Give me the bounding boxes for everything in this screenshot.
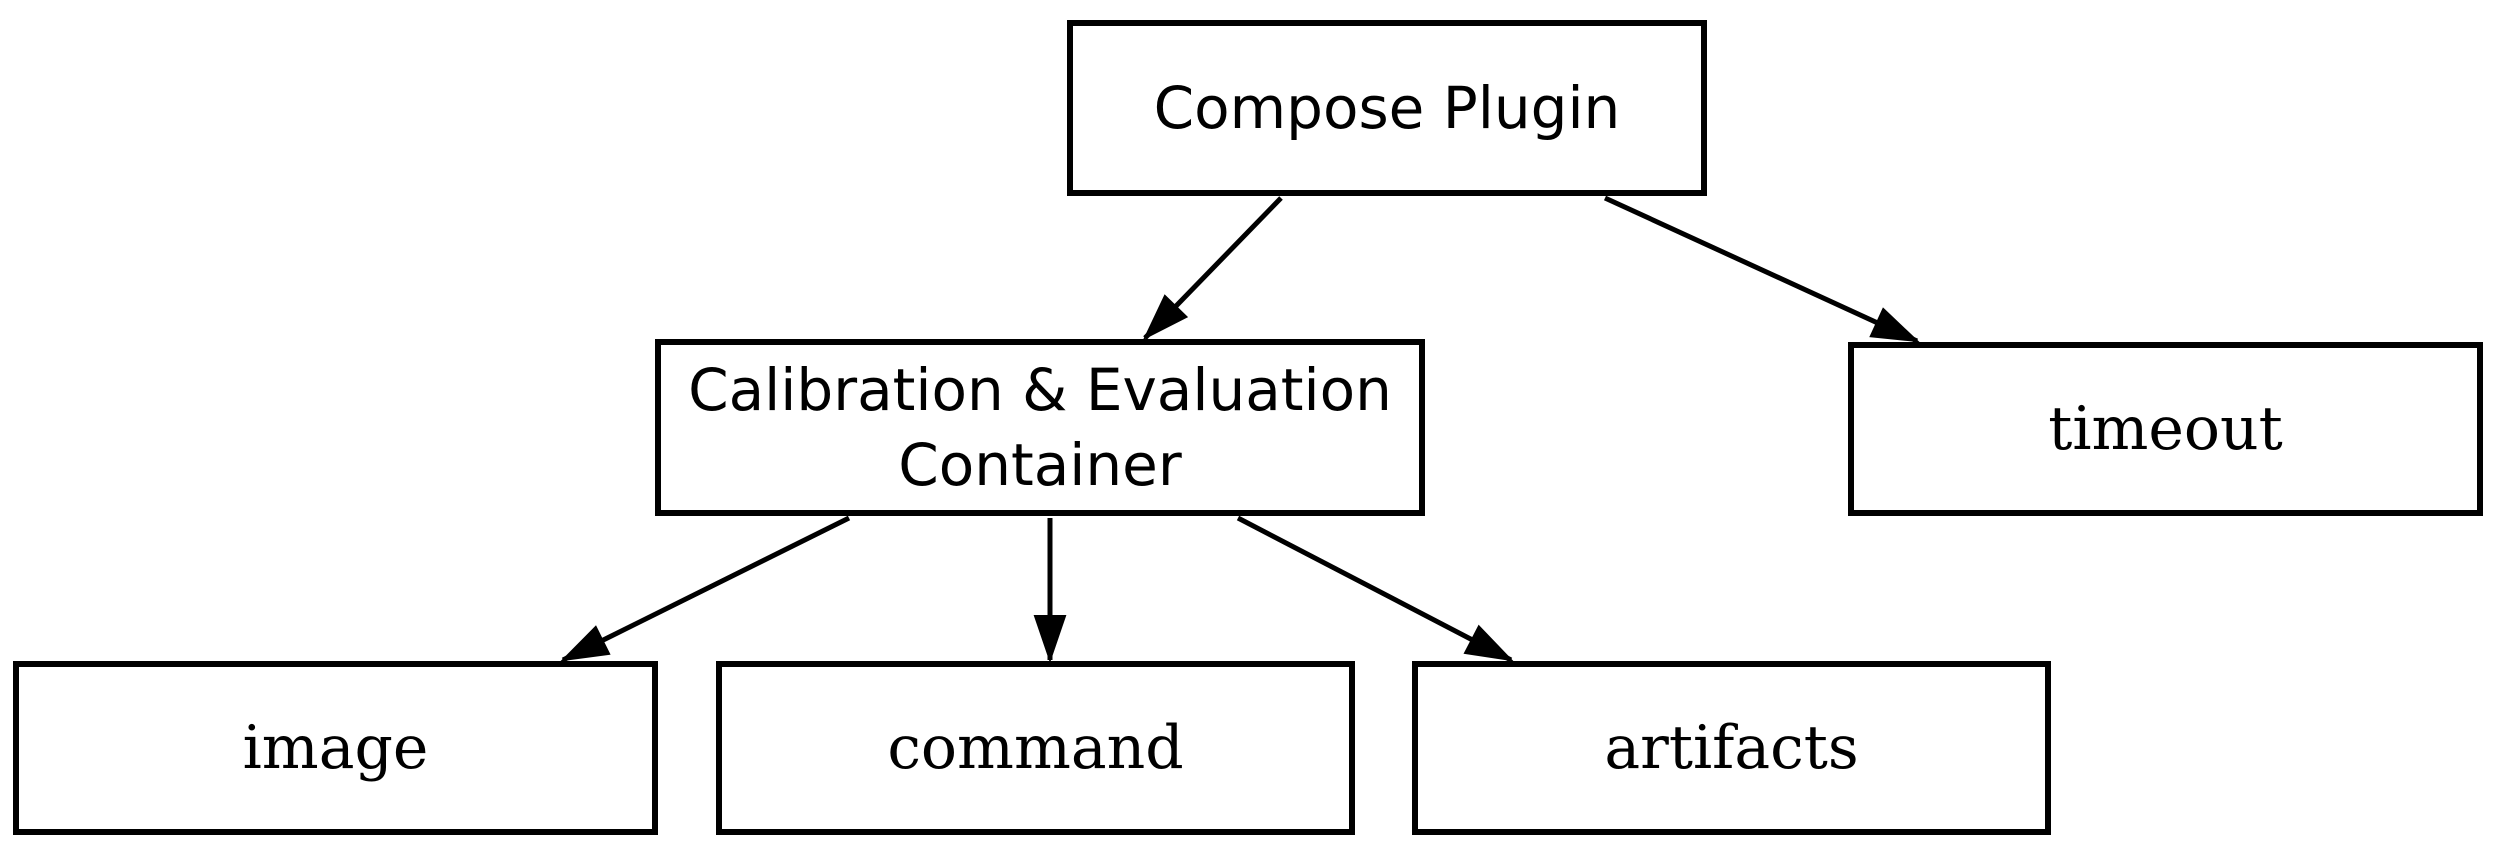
node-command-label: command xyxy=(887,713,1184,783)
node-compose-plugin-label: Compose Plugin xyxy=(1153,73,1621,142)
node-artifacts-label: artifacts xyxy=(1604,713,1859,783)
node-calibration-evaluation-container: Calibration & Evaluation Container xyxy=(655,339,1425,516)
node-artifacts: artifacts xyxy=(1412,661,2051,835)
node-timeout: timeout xyxy=(1848,342,2483,516)
edge-calibration-to-artifacts xyxy=(1236,515,1511,663)
edge-compose-plugin-to-calibration xyxy=(1145,196,1283,338)
node-compose-plugin: Compose Plugin xyxy=(1067,20,1707,196)
edge-calibration-to-image xyxy=(563,515,851,663)
node-timeout-label: timeout xyxy=(2048,394,2283,464)
node-image-label: image xyxy=(242,713,429,783)
node-image: image xyxy=(13,661,658,835)
node-calibration-label-line2: Container xyxy=(898,430,1182,499)
edge-compose-plugin-to-timeout xyxy=(1603,195,1917,344)
node-command: command xyxy=(716,661,1355,835)
node-calibration-label-line1: Calibration & Evaluation xyxy=(688,356,1392,425)
